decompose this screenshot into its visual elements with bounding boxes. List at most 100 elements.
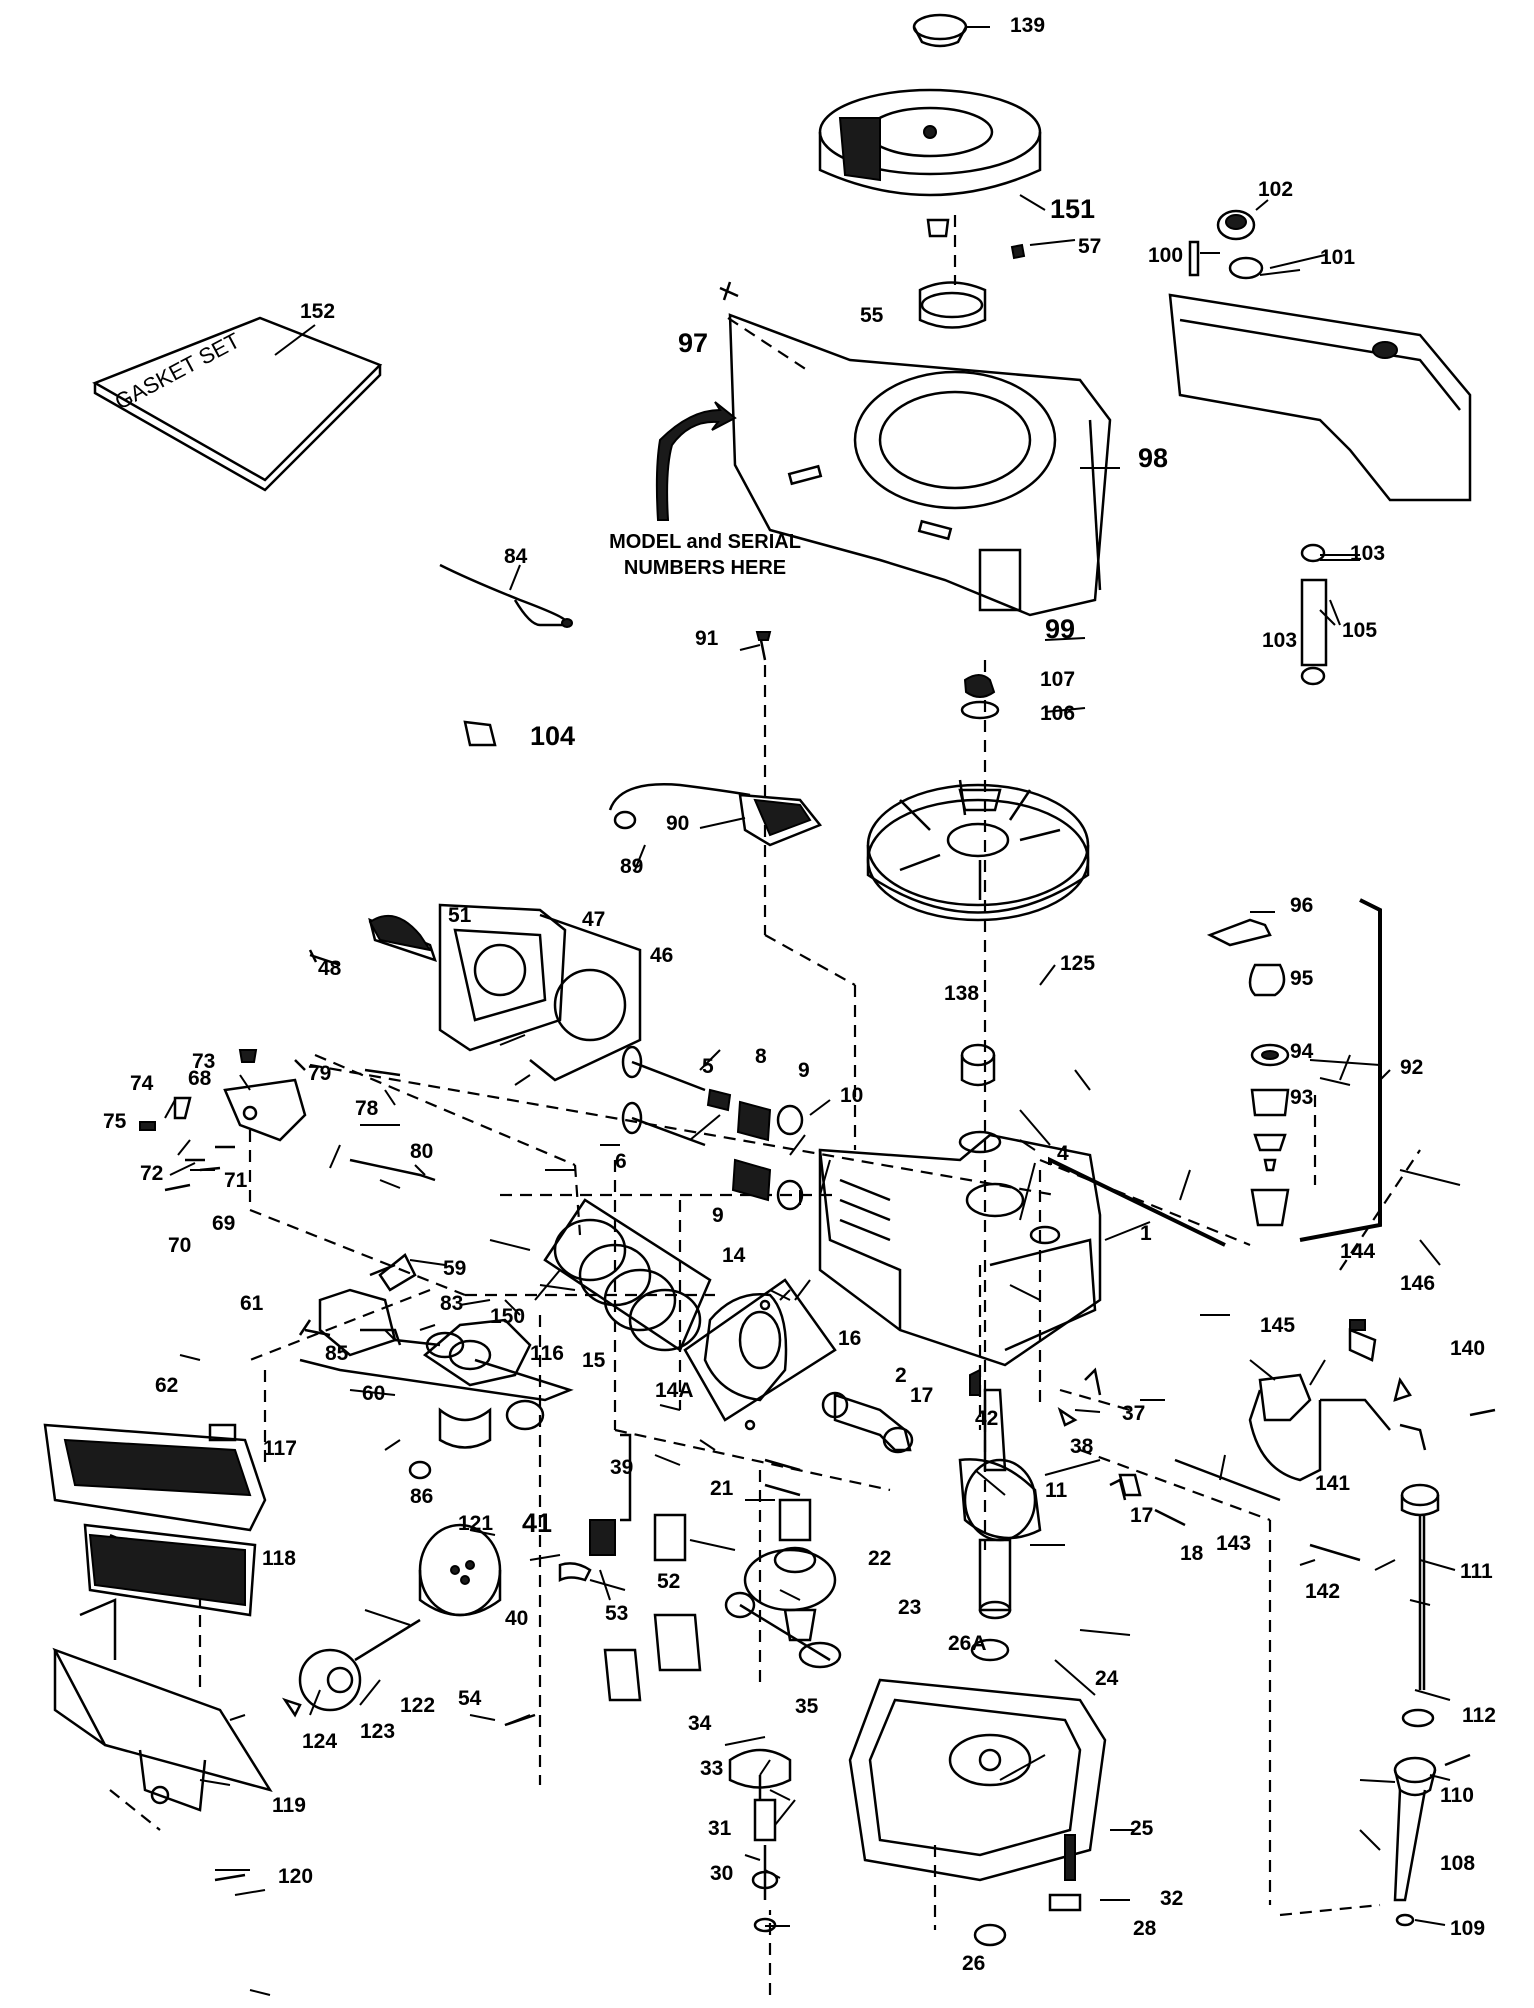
callout-48: 48 xyxy=(318,957,342,980)
cylinder-head-group xyxy=(308,903,642,1082)
callout-53: 53 xyxy=(605,1602,628,1625)
callout-33: 33 xyxy=(700,1757,723,1780)
callout-80: 80 xyxy=(410,1140,433,1163)
callout-110: 110 xyxy=(1440,1784,1474,1807)
note-line-2: NUMBERS HERE xyxy=(624,557,786,579)
callout-104: 104 xyxy=(530,721,575,751)
callout-46: 46 xyxy=(650,944,673,967)
callout-117: 117 xyxy=(263,1437,297,1460)
callout-16: 16 xyxy=(838,1327,861,1350)
callout-17-bottom: 17 xyxy=(1130,1504,1153,1527)
callout-17-top: 17 xyxy=(910,1384,933,1407)
governor-group xyxy=(1174,1319,1496,1562)
callout-90: 90 xyxy=(666,812,689,835)
callout-103-top: 103 xyxy=(1350,542,1385,565)
callout-138: 138 xyxy=(944,982,979,1005)
callout-26A: 26A xyxy=(948,1632,987,1655)
callout-11: 11 xyxy=(1045,1479,1068,1502)
callout-52: 52 xyxy=(657,1570,680,1593)
fuel-tank-group xyxy=(1168,209,1472,686)
callout-54: 54 xyxy=(458,1687,482,1710)
ignition-armature-group xyxy=(463,631,823,847)
air-cleaner-group xyxy=(43,1423,273,1882)
camshaft-group xyxy=(724,1458,842,1669)
callout-98: 98 xyxy=(1138,443,1168,473)
callout-102: 102 xyxy=(1258,178,1293,201)
rewind-starter-group xyxy=(818,13,1042,260)
callout-101: 101 xyxy=(1320,246,1355,269)
callout-15: 15 xyxy=(582,1349,606,1372)
piston-rings-group xyxy=(543,1198,837,1431)
callout-140: 140 xyxy=(1450,1337,1485,1360)
callout-118: 118 xyxy=(262,1547,296,1570)
callout-95: 95 xyxy=(1290,967,1314,990)
callout-28: 28 xyxy=(1133,1917,1157,1940)
model-serial-note: MODEL and SERIAL NUMBERS HERE xyxy=(609,531,801,579)
callout-92: 92 xyxy=(1400,1056,1423,1079)
callout-14: 14 xyxy=(722,1244,746,1267)
carburetor-linkage-group xyxy=(139,1049,436,1192)
callout-112: 112 xyxy=(1462,1704,1496,1727)
blower-housing-group xyxy=(655,281,1112,617)
callout-68: 68 xyxy=(188,1067,212,1090)
callout-51: 51 xyxy=(448,904,472,927)
crankcase-block xyxy=(818,1130,1102,1367)
callout-75: 75 xyxy=(103,1110,127,1133)
callout-122: 122 xyxy=(400,1694,435,1717)
callout-79: 79 xyxy=(308,1062,331,1085)
callout-41: 41 xyxy=(522,1508,552,1538)
callout-61: 61 xyxy=(240,1292,264,1315)
callout-14A: 14A xyxy=(655,1379,694,1402)
callout-78: 78 xyxy=(355,1097,379,1120)
callout-125: 125 xyxy=(1060,952,1095,975)
callout-71: 71 xyxy=(224,1169,248,1192)
callout-72: 72 xyxy=(140,1162,163,1185)
callout-34: 34 xyxy=(688,1712,712,1735)
callout-111: 111 xyxy=(1460,1560,1493,1583)
callout-109: 109 xyxy=(1450,1917,1485,1940)
callout-30: 30 xyxy=(710,1862,733,1885)
crankshaft-group xyxy=(821,1367,1186,1620)
callout-94: 94 xyxy=(1290,1040,1314,1063)
note-line-1: MODEL and SERIAL xyxy=(609,531,801,553)
callout-145: 145 xyxy=(1260,1314,1295,1337)
callout-4: 4 xyxy=(1057,1142,1069,1165)
gasket-set-box: GASKET SET xyxy=(92,316,383,492)
callout-22: 22 xyxy=(868,1547,891,1570)
callout-146: 146 xyxy=(1400,1272,1435,1295)
callout-9-bottom: 9 xyxy=(712,1204,724,1227)
callout-119: 119 xyxy=(272,1794,306,1817)
callout-124: 124 xyxy=(302,1730,337,1753)
callout-150: 150 xyxy=(490,1305,525,1328)
callout-151: 151 xyxy=(1050,194,1095,224)
callout-139: 139 xyxy=(1010,14,1045,37)
callout-40: 40 xyxy=(505,1607,528,1630)
callout-97: 97 xyxy=(678,328,708,358)
callout-93: 93 xyxy=(1290,1086,1313,1109)
assembly-dash-lines xyxy=(109,215,1421,1995)
callout-31: 31 xyxy=(708,1817,732,1840)
callout-143: 143 xyxy=(1216,1532,1251,1555)
callout-108: 108 xyxy=(1440,1852,1475,1875)
dipstick-group xyxy=(1393,1483,1471,1927)
breather-group xyxy=(1048,898,1382,1247)
callout-74: 74 xyxy=(130,1072,154,1095)
callout-24: 24 xyxy=(1095,1667,1119,1690)
callout-141: 141 xyxy=(1315,1472,1350,1495)
callout-84: 84 xyxy=(504,545,528,568)
callout-37: 37 xyxy=(1122,1402,1145,1425)
callout-73: 73 xyxy=(192,1050,215,1073)
callout-38: 38 xyxy=(1070,1435,1094,1458)
callout-18: 18 xyxy=(1180,1542,1204,1565)
callout-152: 152 xyxy=(300,300,335,323)
callout-70: 70 xyxy=(168,1234,191,1257)
callout-labels: 139 151 57 102 100 101 152 55 97 98 103 … xyxy=(103,14,1496,1975)
gasket-set-label: GASKET SET xyxy=(111,328,244,415)
callout-6: 6 xyxy=(615,1150,627,1173)
callout-99: 99 xyxy=(1045,614,1075,644)
callout-86: 86 xyxy=(410,1485,433,1508)
callout-2: 2 xyxy=(895,1364,907,1387)
callout-121: 121 xyxy=(458,1512,493,1535)
callout-142: 142 xyxy=(1305,1580,1340,1603)
